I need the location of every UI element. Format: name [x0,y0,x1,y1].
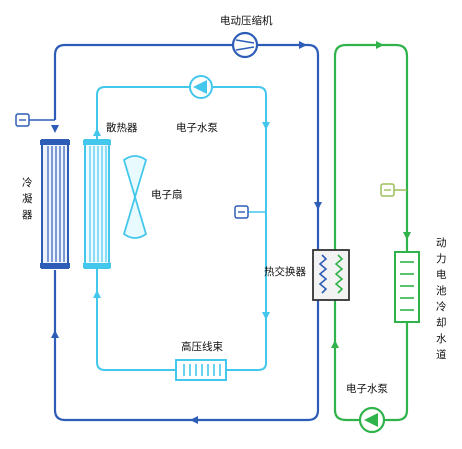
pump-bottom-label: 电子水泵 [346,382,388,395]
water-pump-icon [189,75,213,99]
water-pump-icon [358,406,386,434]
compressor-label: 电动压缩机 [220,14,273,27]
radiator [83,139,111,269]
sensor-icon [234,205,249,219]
refrigerant-arrows [51,41,322,424]
hv-harness-label: 高压线束 [181,340,223,353]
condenser [40,139,70,269]
battery-label-char: 力 [436,252,447,265]
condenser-label-char: 冷 [22,176,33,189]
heat-exchanger-label: 热交换器 [264,265,306,278]
coolant-loop [96,86,267,371]
sensor-icon [380,183,395,197]
pump-top-label: 电子水泵 [176,121,218,134]
radiator-label: 散热器 [106,121,138,134]
battery-loop [333,43,409,422]
coolant-arrows [93,122,270,320]
condenser-label-char: 器 [22,209,33,221]
condenser-label: 冷 凝 器 [22,176,33,221]
heat-exchanger [312,249,350,301]
battery-loop-arrows [331,41,411,348]
condenser-label-char: 凝 [22,193,33,205]
compressor-icon [231,31,259,59]
refrigerant-loop [28,43,320,422]
battery-label-char: 动 [436,237,447,249]
battery-label-char: 池 [436,284,447,297]
battery-channel-label: 动 力 电 池 冷 却 水 道 [436,237,447,361]
battery-label-char: 水 [436,333,447,345]
battery-label-char: 冷 [436,300,447,313]
battery-label-char: 电 [436,268,447,281]
battery-label-char: 道 [436,348,447,361]
hv-harness [175,359,227,381]
battery-cooling-channel [394,251,420,323]
battery-label-char: 却 [436,317,447,329]
fan-icon [122,155,148,239]
sensor-icon [15,113,30,127]
fan-label: 电子扇 [151,188,183,201]
